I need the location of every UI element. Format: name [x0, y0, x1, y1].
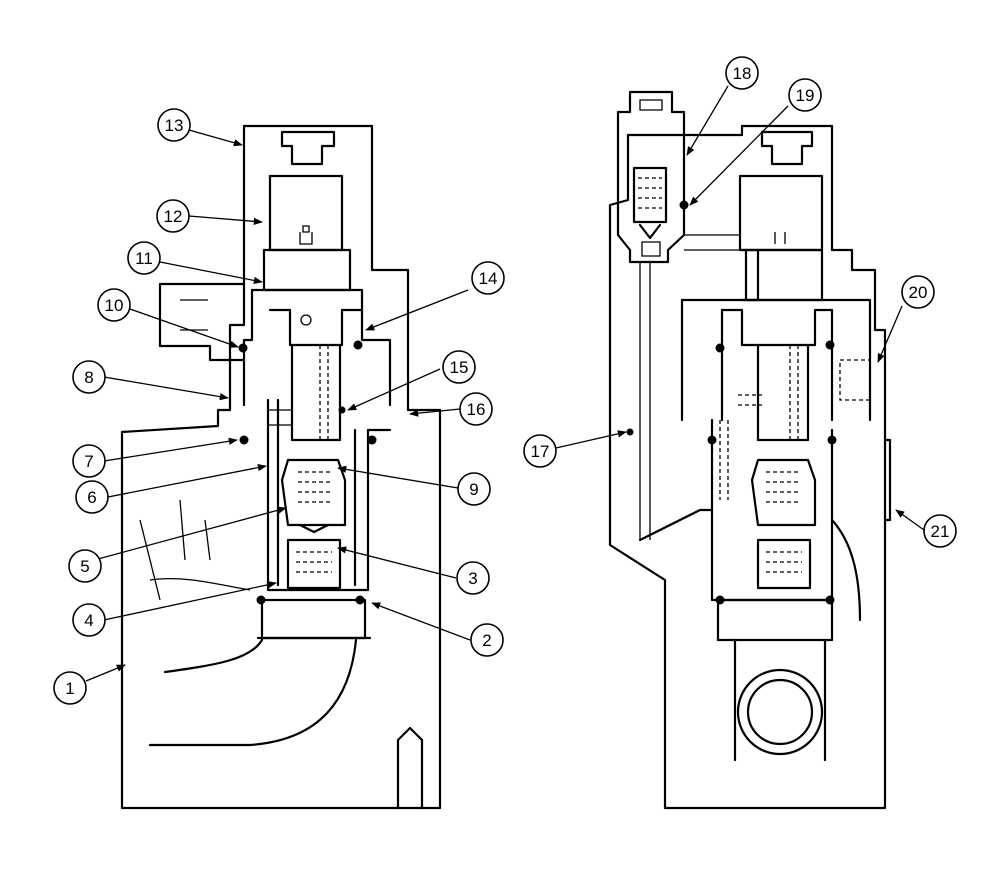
callout-11: 11	[127, 241, 161, 275]
callout-16: 16	[459, 392, 493, 426]
callout-14: 14	[471, 261, 505, 295]
callout-circle	[459, 392, 493, 426]
callout-circle	[923, 514, 957, 548]
callout-number: 10	[105, 296, 124, 315]
callout-number: 5	[80, 557, 89, 576]
callout-18: 18	[725, 56, 759, 90]
callout-number: 19	[796, 86, 815, 105]
callout-circle	[53, 671, 87, 705]
callout-9: 9	[457, 472, 491, 506]
callout-number: 9	[469, 480, 478, 499]
callout-number: 18	[733, 64, 752, 83]
callout-circle	[470, 623, 504, 657]
callout-circle	[788, 78, 822, 112]
callout-circle	[72, 444, 106, 478]
callout-circle	[72, 360, 106, 394]
callout-circle	[471, 261, 505, 295]
callout-number: 16	[467, 400, 486, 419]
callout-number: 2	[482, 631, 491, 650]
callout-circle	[75, 480, 109, 514]
callout-number: 20	[909, 283, 928, 302]
callout-circle	[457, 472, 491, 506]
callout-number: 12	[164, 207, 183, 226]
callout-5: 5	[68, 549, 102, 583]
callout-circle	[68, 549, 102, 583]
callout-number: 17	[531, 442, 550, 461]
callout-17: 17	[523, 434, 557, 468]
callout-circle	[442, 350, 476, 384]
callout-6: 6	[75, 480, 109, 514]
callout-circle	[97, 288, 131, 322]
callout-number: 14	[479, 269, 498, 288]
callout-circle	[72, 603, 106, 637]
callout-number: 1	[65, 679, 74, 698]
callout-circle	[127, 241, 161, 275]
callout-1: 1	[53, 671, 87, 705]
callout-number: 11	[135, 249, 153, 268]
right-housing	[608, 124, 887, 810]
callout-20: 20	[901, 275, 935, 309]
callout-7: 7	[72, 444, 106, 478]
callout-4: 4	[72, 603, 106, 637]
callout-number: 13	[165, 116, 184, 135]
callout-circle	[523, 434, 557, 468]
callout-13: 13	[157, 108, 191, 142]
right-valve-assembly	[608, 90, 892, 810]
callout-2: 2	[470, 623, 504, 657]
callout-circle	[725, 56, 759, 90]
left-housing	[120, 124, 442, 810]
left-flow-passage	[148, 638, 358, 747]
callout-circle	[156, 199, 190, 233]
leader-lines	[85, 85, 925, 682]
callout-number: 21	[931, 522, 950, 541]
callout-10: 10	[97, 288, 131, 322]
callout-12: 12	[156, 199, 190, 233]
callout-8: 8	[72, 360, 106, 394]
callout-number: 7	[84, 452, 93, 471]
callout-number: 4	[84, 611, 93, 630]
callout-circle	[901, 275, 935, 309]
left-top-cap	[280, 130, 336, 166]
callout-number: 6	[87, 488, 96, 507]
left-side-boss	[158, 282, 246, 362]
callout-number: 15	[450, 358, 469, 377]
callout-number: 8	[84, 368, 93, 387]
right-round-port	[736, 668, 824, 756]
callout-3: 3	[456, 561, 490, 595]
callout-19: 19	[788, 78, 822, 112]
callout-15: 15	[442, 350, 476, 384]
callout-circle	[456, 561, 490, 595]
callout-21: 21	[923, 514, 957, 548]
right-pilot-cartridge	[616, 90, 686, 264]
left-valve-assembly	[120, 124, 442, 810]
callout-number: 3	[468, 569, 477, 588]
callout-circle	[157, 108, 191, 142]
